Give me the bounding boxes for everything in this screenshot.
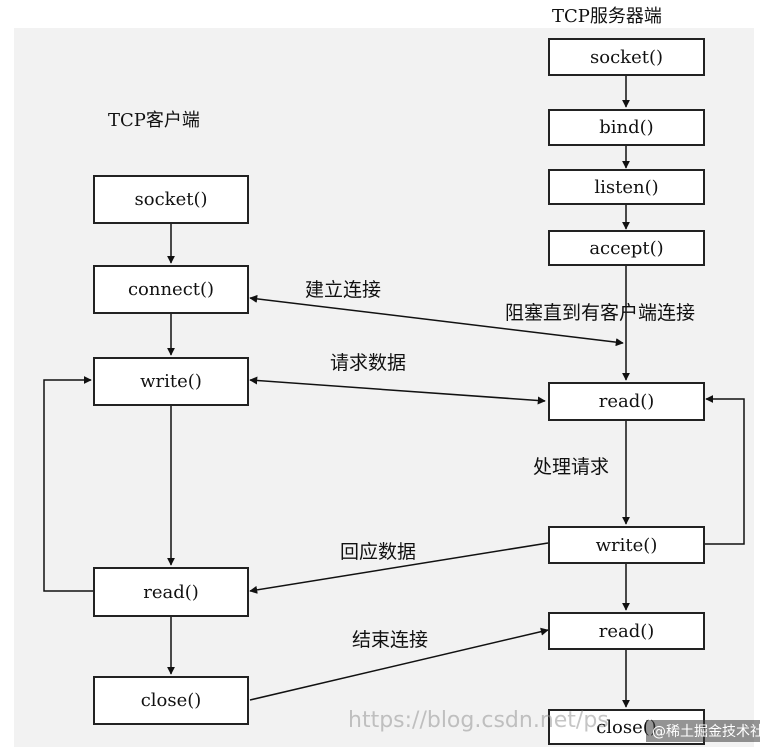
client-close-box: close(): [93, 676, 249, 725]
server-socket-box: socket(): [548, 38, 705, 76]
arrow-establish-connection: [249, 294, 624, 347]
server-read2-box: read(): [548, 612, 705, 650]
server-accept-box: accept(): [548, 230, 705, 266]
arrow-finish-connection: [249, 627, 549, 701]
server-title: TCP服务器端: [552, 6, 662, 27]
arrow-server-loop-write-to-read: [704, 395, 745, 545]
client-read-box: read(): [93, 567, 249, 617]
label-request-data: 请求数据: [330, 352, 407, 374]
label-finish-connection: 结束连接: [352, 629, 429, 651]
server-read-box: read(): [548, 382, 705, 421]
client-write-box: write(): [93, 357, 249, 406]
client-socket-box: socket(): [93, 175, 249, 224]
server-listen-box: listen(): [548, 169, 705, 205]
label-reply-data: 回应数据: [340, 541, 417, 563]
server-write-box: write(): [548, 526, 705, 564]
label-establish-connection: 建立连接: [305, 279, 382, 301]
label-block-until-client: 阻塞直到有客户端连接: [505, 302, 696, 324]
watermark-brand: @稀土掘金技术社区: [646, 720, 760, 742]
arrow-client-loop-read-to-write: [43, 376, 93, 592]
arrow-reply-data: [249, 542, 549, 594]
watermark-url: https://blog.csdn.net/ps: [348, 708, 609, 733]
client-connect-box: connect(): [93, 265, 249, 314]
arrow-request-data: [249, 376, 546, 405]
label-process-request: 处理请求: [533, 456, 610, 478]
client-title: TCP客户端: [108, 110, 200, 131]
server-bind-box: bind(): [548, 109, 705, 146]
